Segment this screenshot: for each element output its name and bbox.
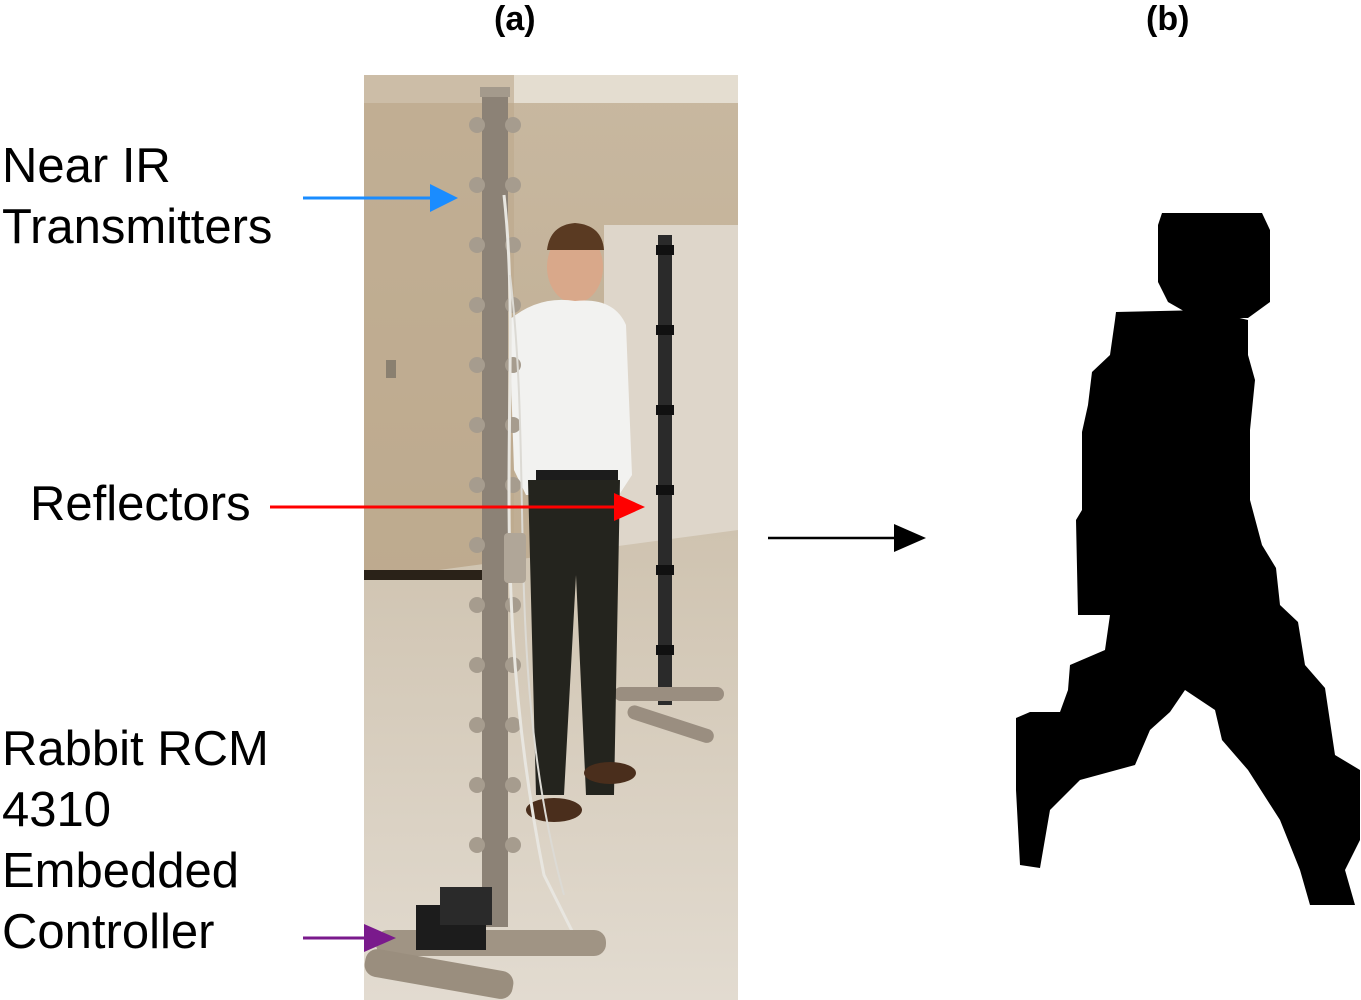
reflectors-label: Reflectors [30, 477, 251, 531]
controller-label-line-1: Rabbit RCM [2, 722, 269, 776]
transmitters-label-line-2: Transmitters [2, 200, 273, 254]
photo-panel-a [364, 75, 738, 1000]
transmitters-label: Near IR Transmitters [2, 136, 272, 258]
transmitters-arrow [303, 184, 458, 212]
transmitters-label-line-1: Near IR [2, 139, 171, 193]
controller-label-line-2: 4310 [2, 783, 112, 837]
reflector-pole [614, 235, 724, 743]
silhouette-panel-b [1016, 213, 1360, 905]
controller-label: Rabbit RCM 4310 Embedded Controller [2, 719, 269, 963]
reflectors-arrow [270, 493, 645, 521]
baseboard [364, 570, 514, 580]
walking-silhouette [1016, 213, 1360, 905]
controller-label-line-4: Controller [2, 905, 215, 959]
panel-label-b: (b) [1146, 0, 1190, 38]
panel-label-a: (a) [494, 0, 536, 38]
controller-arrow [303, 924, 396, 952]
wall-switch [386, 360, 396, 378]
flow-arrow [768, 524, 926, 552]
controller-label-line-3: Embedded [2, 844, 240, 898]
person [509, 223, 636, 822]
